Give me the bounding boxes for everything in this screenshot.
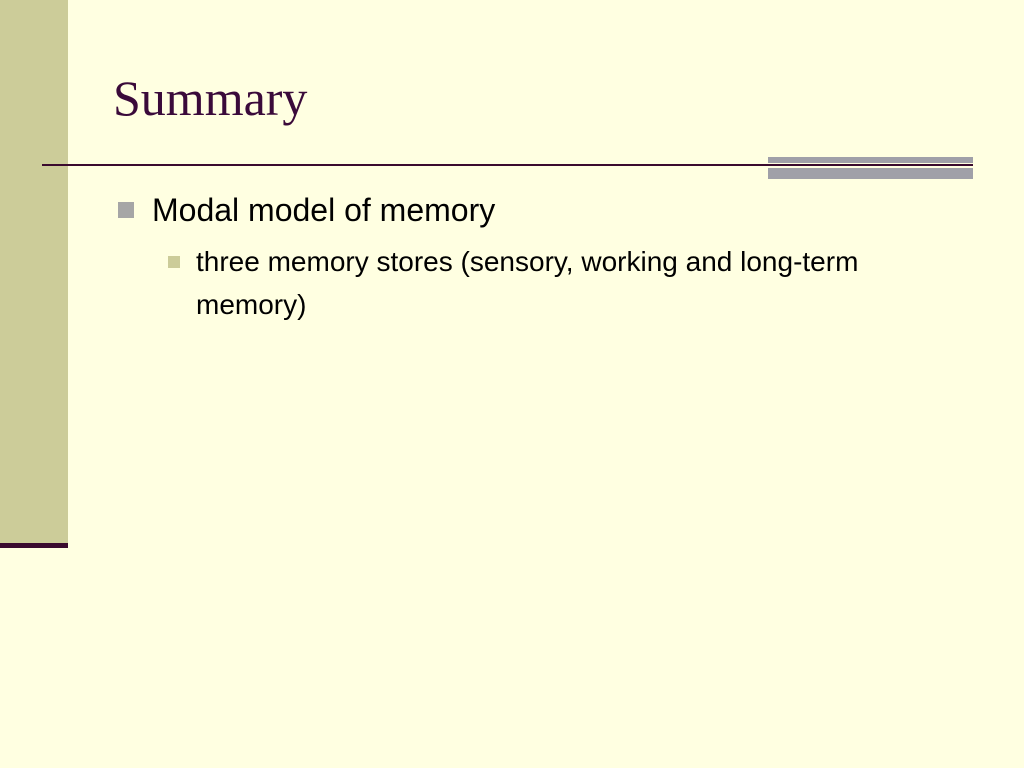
bullet-text-level1: Modal model of memory <box>152 192 496 228</box>
title-divider <box>42 164 973 166</box>
left-sidebar-bar <box>0 0 68 543</box>
slide-title: Summary <box>113 70 308 126</box>
square-bullet-icon <box>168 256 180 268</box>
accent-stripe-top <box>768 157 973 163</box>
title-accent-bars <box>768 157 973 179</box>
bullet-item-level2: three memory stores (sensory, working an… <box>168 240 868 326</box>
square-bullet-icon <box>118 202 134 218</box>
slide-content: Modal model of memory three memory store… <box>118 190 938 326</box>
bullet-item-level1: Modal model of memory <box>118 190 938 230</box>
accent-stripe-bottom <box>768 168 973 179</box>
left-sidebar-underline <box>0 543 68 548</box>
bullet-text-level2: three memory stores (sensory, working an… <box>196 246 859 320</box>
